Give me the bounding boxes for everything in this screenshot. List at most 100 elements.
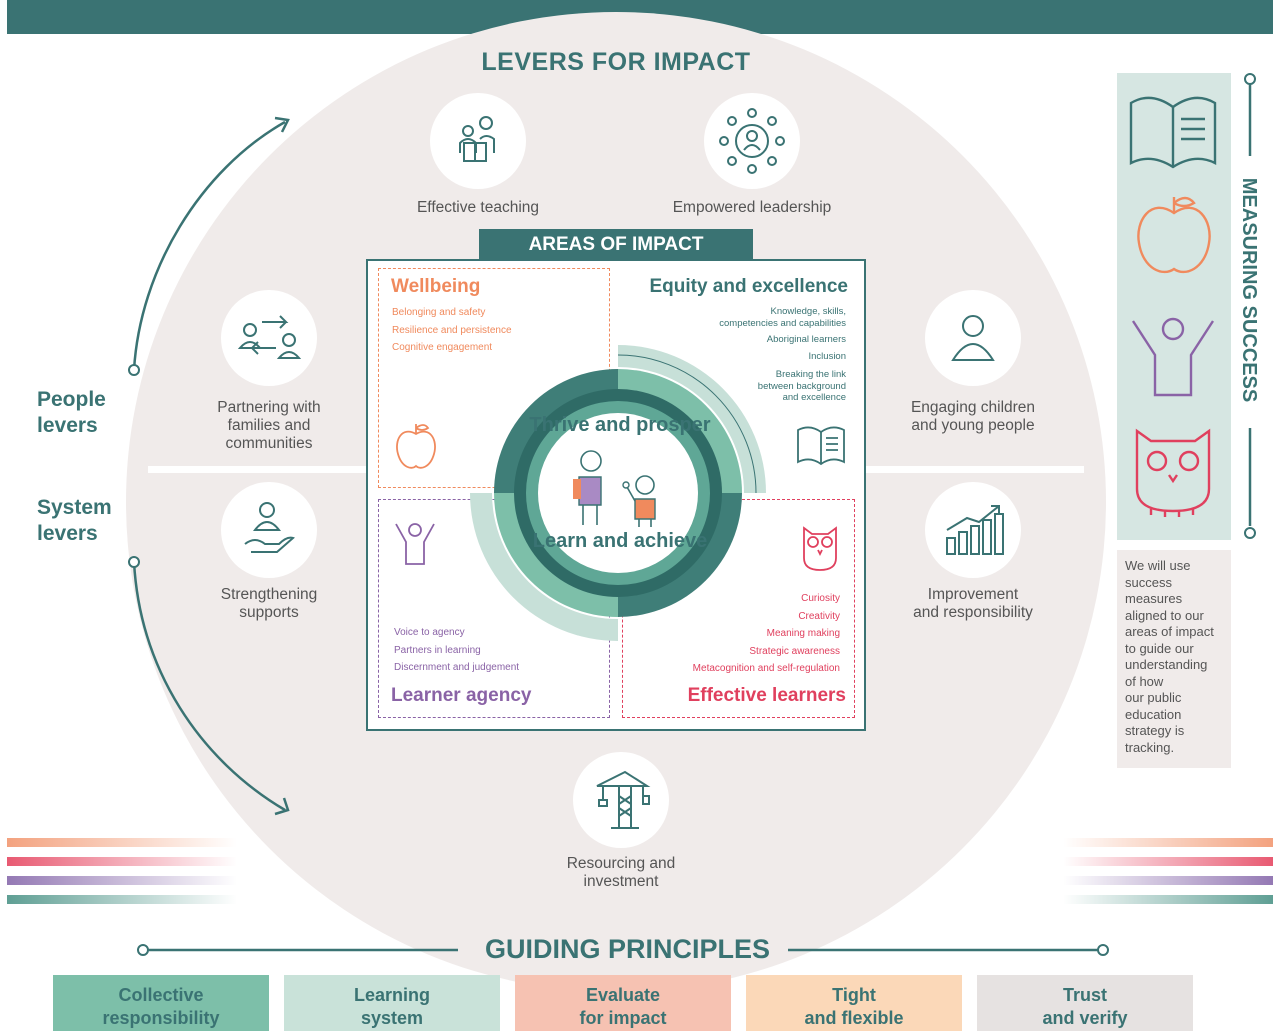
measuring-line-decor — [1244, 73, 1256, 539]
principle-line-2: responsibility — [102, 1008, 220, 1028]
equity-item: competencies and capabilities — [719, 317, 846, 329]
principle-tight-and-flexible: Tight and flexible — [746, 975, 962, 1031]
principle-learning-system: Learning system — [284, 975, 500, 1031]
principle-collective-responsibility: Collective responsibility — [53, 975, 269, 1031]
book-icon — [797, 426, 845, 466]
principle-trust-and-verify: Trust and verify — [977, 975, 1193, 1031]
principle-line-1: Trust — [1062, 985, 1107, 1005]
stripe-pink-left — [7, 857, 237, 866]
partnering-line-1: Partnering with — [217, 399, 321, 416]
areas-of-impact-title: AREAS OF IMPACT — [479, 229, 753, 261]
resourcing-label: Resourcing and investment — [540, 855, 702, 891]
improvement-label: Improvement and responsibility — [890, 586, 1056, 622]
principle-line-1: Collective — [118, 985, 204, 1005]
strengthening-label: Strengthening supports — [190, 586, 348, 622]
stripe-teal-right — [1063, 895, 1273, 904]
system-line-2: levers — [37, 522, 98, 545]
agency-item: Partners in learning — [394, 644, 481, 656]
effective-learners-list: Curiosity Creativity Meaning making Stra… — [650, 590, 840, 678]
measuring-line: strategy is — [1125, 723, 1185, 738]
apple-icon — [396, 424, 436, 469]
growth-chart-icon — [925, 482, 1021, 578]
measuring-description: We will use success measures aligned to … — [1117, 550, 1231, 768]
strengthening-line-1: Strengthening — [220, 586, 318, 603]
measuring-line: education — [1125, 706, 1182, 722]
stripe-purple-left — [7, 876, 237, 885]
learners-item: Meaning making — [766, 628, 840, 639]
stripe-orange-right — [1063, 838, 1273, 847]
measuring-line: to guide our — [1125, 640, 1194, 656]
equity-item: Breaking the link — [775, 369, 846, 380]
measuring-line: aligned to our — [1125, 607, 1204, 623]
teaching-icon — [430, 93, 526, 189]
strengthening-line-2: supports — [239, 604, 299, 621]
learner-agency-title: Learner agency — [391, 685, 532, 706]
agency-item: Discernment and judgement — [394, 662, 520, 673]
equity-item: between background — [757, 380, 846, 392]
engaging-line-1: Engaging children — [910, 399, 1036, 416]
measuring-line: areas of impact — [1125, 624, 1214, 639]
system-levers-label: System levers — [37, 495, 112, 547]
principle-line-2: and flexible — [804, 1008, 904, 1028]
lever-arrows — [128, 116, 290, 816]
principle-line-1: Tight — [832, 985, 876, 1005]
wellbeing-item: Resilience and persistence — [392, 324, 512, 336]
wellbeing-list: Belonging and safety Resilience and pers… — [392, 304, 512, 357]
learners-item: Creativity — [798, 610, 840, 622]
leadership-icon — [704, 93, 800, 189]
measuring-line: We will use — [1125, 558, 1191, 573]
equity-item: and excellence — [782, 392, 846, 403]
improvement-line-2: and responsibility — [913, 604, 1033, 621]
stripe-purple-right — [1063, 876, 1273, 885]
stripe-pink-right — [1063, 857, 1273, 866]
equity-item: Knowledge, skills, — [770, 306, 846, 317]
equity-title: Equity and excellence — [649, 276, 848, 297]
engaging-label: Engaging children and young people — [880, 399, 1066, 435]
guiding-principles-title: GUIDING PRINCIPLES — [484, 934, 771, 964]
crane-icon — [573, 752, 669, 848]
learner-agency-list: Voice to agency Partners in learning Dis… — [394, 624, 519, 677]
measuring-icons — [1129, 96, 1217, 517]
improvement-line-1: Improvement — [927, 586, 1019, 603]
principle-line-1: Learning — [353, 985, 430, 1005]
central-ring-graphic — [470, 345, 766, 641]
wellbeing-title: Wellbeing — [391, 276, 481, 297]
system-line-1: System — [37, 496, 112, 519]
resourcing-line-1: Resourcing and — [566, 855, 676, 872]
thrive-prosper-text: Thrive and prosper — [529, 414, 711, 436]
people-levers-label: People levers — [37, 387, 106, 439]
measuring-line: tracking. — [1125, 739, 1175, 755]
person-icon — [925, 290, 1021, 386]
principle-line-1: Evaluate — [585, 985, 661, 1005]
levers-title: LEVERS FOR IMPACT — [481, 48, 751, 76]
guiding-line-decor — [137, 944, 1109, 956]
principle-line-2: for impact — [579, 1008, 667, 1028]
effective-learners-title: Effective learners — [687, 685, 846, 706]
measuring-line: of how — [1125, 673, 1164, 689]
people-line-2: levers — [37, 414, 98, 437]
stripe-orange-left — [7, 838, 237, 847]
measuring-line: understanding — [1125, 657, 1208, 672]
supports-icon — [221, 482, 317, 578]
effective-teaching-label: Effective teaching — [416, 199, 540, 216]
principle-line-2: and verify — [1042, 1008, 1128, 1028]
partnering-icon — [221, 290, 317, 386]
equity-item: Inclusion — [808, 350, 847, 362]
engaging-line-2: and young people — [911, 417, 1035, 434]
wellbeing-item: Belonging and safety — [392, 307, 486, 318]
partnering-line-3: communities — [225, 435, 313, 452]
equity-list: Knowledge, skills, competencies and capa… — [660, 306, 846, 404]
learners-item: Curiosity — [801, 593, 840, 604]
learn-achieve-text: Learn and achieve — [532, 530, 708, 552]
measuring-success-title: MEASURING SUCCESS — [1238, 177, 1260, 403]
learners-item: Strategic awareness — [749, 645, 840, 657]
empowered-leadership-label: Empowered leadership — [672, 199, 832, 216]
measuring-line: success — [1125, 574, 1172, 590]
wellbeing-item: Cognitive engagement — [392, 342, 493, 353]
partnering-line-2: families and — [227, 417, 311, 434]
measuring-line: our public — [1125, 690, 1182, 705]
stripe-teal-left — [7, 895, 237, 904]
equity-item: Aboriginal learners — [766, 334, 846, 345]
measuring-line: measures — [1125, 591, 1183, 606]
measuring-icons-panel — [1117, 73, 1231, 540]
